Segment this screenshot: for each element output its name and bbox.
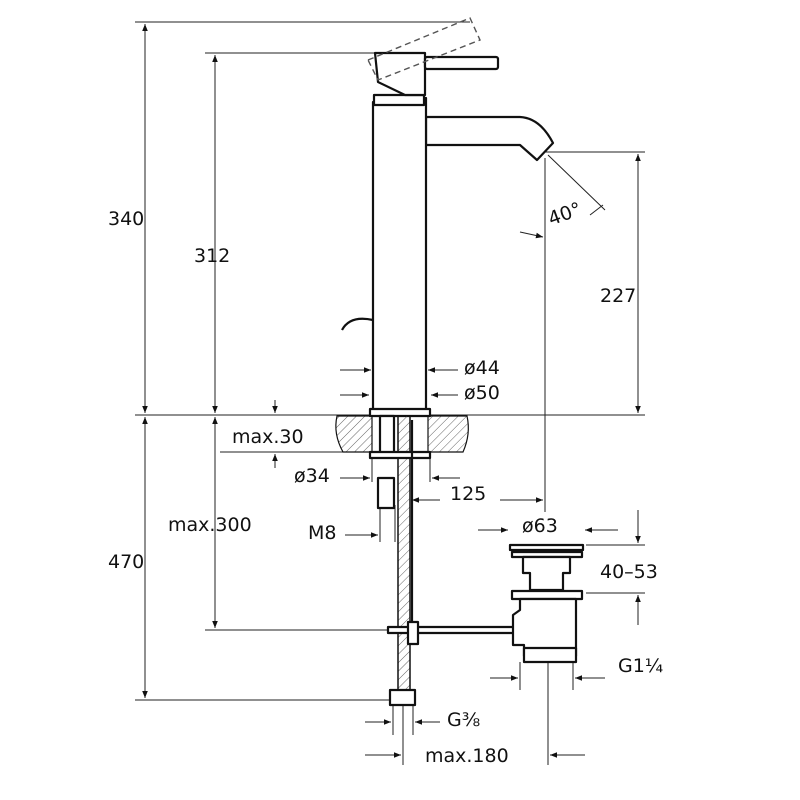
dim-d50: ø50 <box>464 382 500 404</box>
dim-125: 125 <box>450 483 486 505</box>
dim-470: 470 <box>108 551 144 573</box>
dim-g3-8: G⅜ <box>447 709 480 731</box>
dim-max180: max.180 <box>425 745 509 767</box>
dim-340: 340 <box>108 208 144 230</box>
dim-40-deg: 40° <box>545 198 584 230</box>
dim-40-53: 40–53 <box>600 561 658 583</box>
countertop <box>335 415 469 453</box>
dim-max30: max.30 <box>232 426 304 448</box>
dim-d63: ø63 <box>522 515 558 537</box>
dim-227: 227 <box>600 285 636 307</box>
dim-g1-1-4: G1¼ <box>618 655 663 677</box>
faucet-body <box>341 17 555 418</box>
dimension-lines <box>142 24 641 758</box>
dim-d34: ø34 <box>294 465 330 487</box>
dimension-labels: 340 312 227 40° ø44 ø50 max.30 ø34 125 m… <box>108 198 663 767</box>
dim-312: 312 <box>194 245 230 267</box>
dim-m8: M8 <box>308 522 336 544</box>
supply-hose-and-rods <box>368 414 522 707</box>
drain-waste <box>508 543 585 664</box>
dim-max300: max.300 <box>168 514 252 536</box>
dim-d44: ø44 <box>464 357 500 379</box>
